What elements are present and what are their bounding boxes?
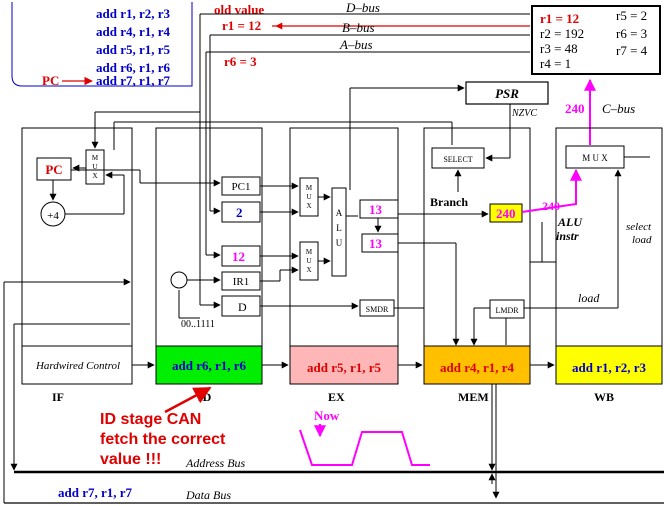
register-r5: r5 = 2: [616, 8, 647, 23]
alu-instr-line1: ALU: [557, 215, 583, 229]
svg-text:A: A: [336, 208, 343, 218]
alu: [331, 187, 347, 277]
c-bus-value: 240: [565, 101, 585, 116]
b-bus-label: B–bus: [342, 20, 375, 35]
pc-label: PC: [45, 162, 62, 177]
mem-instruction: add r4, r1, r4: [440, 360, 515, 375]
immediate-range: 00..1111: [181, 319, 215, 330]
register-r2: r2 = 192: [540, 26, 584, 41]
select-load-line1: select: [626, 221, 652, 233]
register-r7: r7 = 4: [616, 43, 648, 58]
r1-forward-note: r1 = 12: [222, 18, 261, 33]
hardwired-control: [21, 345, 133, 385]
id-a-value: 12: [232, 249, 245, 264]
register-file: r1 = 12 r2 = 192 r3 = 48 r4 = 1 r5 = 2 r…: [531, 5, 661, 75]
old-value-note: old value: [214, 2, 264, 17]
svg-text:X: X: [306, 266, 311, 274]
id-instruction-box: [155, 345, 263, 385]
stage-if-label: IF: [52, 390, 64, 404]
r6-note: r6 = 3: [224, 54, 257, 69]
lmdr-register: [489, 299, 525, 319]
register-r6: r6 = 3: [616, 26, 647, 41]
program-line-2: add r4, r1, r4: [96, 24, 171, 39]
register-r4: r4 = 1: [540, 56, 571, 71]
stage-wb-label: WB: [594, 390, 614, 404]
plus4-label: +4: [47, 210, 59, 222]
callout-line-2: fetch the correct: [100, 431, 226, 448]
smdr-label: SMDR: [366, 305, 389, 314]
svg-text:U: U: [306, 193, 311, 201]
ir1-label: IR1: [233, 276, 250, 288]
mem-value-box: [489, 203, 523, 223]
a-bus-label: A–bus: [339, 37, 373, 52]
mem-out-value: 240: [542, 199, 560, 213]
load-label: load: [578, 291, 600, 305]
ex-result-bottom-value: 13: [369, 236, 383, 251]
pc-pointer-label: PC: [42, 73, 59, 88]
psr-register: PSR NZVC: [465, 81, 549, 119]
ex-result-top: [359, 199, 399, 219]
wb-instruction-box: [555, 345, 663, 385]
mem-value: 240: [496, 206, 516, 221]
svg-text:U: U: [306, 257, 311, 265]
if-mux: [85, 149, 105, 185]
data-bus-instruction: add r7, r1, r7: [58, 485, 133, 500]
svg-text:X: X: [92, 172, 97, 180]
d-label: D: [238, 300, 247, 314]
program-line-3: add r5, r1, r5: [96, 42, 171, 57]
id-instruction: add r6, r1, r6: [172, 358, 247, 373]
callout-line-1: ID stage CAN: [100, 411, 201, 428]
wb-mux-label: M U X: [582, 153, 608, 163]
data-bus-label: Data Bus: [185, 488, 231, 502]
select-load-line2: load: [632, 234, 652, 246]
svg-text:L: L: [336, 223, 342, 233]
register-r3: r3 = 48: [540, 41, 578, 56]
svg-text:M: M: [306, 184, 313, 192]
program-line-5: add r7, r1, r7: [96, 73, 171, 88]
select-unit: [431, 147, 485, 169]
psr-label: PSR: [495, 86, 519, 101]
callout-line-3: value !!!: [100, 451, 161, 468]
svg-text:U: U: [336, 238, 343, 248]
register-r1: r1 = 12: [540, 11, 579, 26]
select-label: SELECT: [443, 155, 472, 164]
d-bus-label: D–bus: [345, 0, 380, 15]
pc1-label: PC1: [232, 181, 251, 193]
ex-instruction: add r5, r1, r5: [307, 360, 382, 375]
clock-waveform: [299, 429, 430, 466]
sign-extend: [170, 271, 188, 289]
stage-mem-label: MEM: [458, 390, 489, 404]
hardwired-control-label: Hardwired Control: [35, 360, 120, 372]
ex-result-top-value: 13: [369, 202, 383, 217]
stage-ex-label: EX: [328, 390, 345, 404]
svg-text:M: M: [92, 154, 99, 162]
program-line-4: add r6, r1, r6: [96, 60, 171, 75]
id-b-value: 2: [236, 205, 243, 220]
ex-instruction-box: [289, 345, 399, 385]
svg-text:M: M: [306, 248, 313, 256]
wb-instruction: add r1, r2, r3: [572, 360, 647, 375]
now-label: Now: [314, 408, 340, 423]
svg-text:U: U: [92, 163, 97, 171]
program-listing: add r1, r2, r3 add r4, r1, r4 add r5, r1…: [11, 2, 193, 88]
address-bus-label: Address Bus: [185, 456, 246, 470]
program-line-1: add r1, r2, r3: [96, 6, 171, 21]
alu-instr-line2: instr: [556, 229, 579, 243]
lmdr-label: LMDR: [495, 306, 519, 315]
c-bus-label: C–bus: [602, 101, 635, 116]
branch-label: Branch: [430, 195, 468, 209]
pc-register: [36, 157, 72, 181]
psr-flags: NZVC: [511, 108, 537, 119]
svg-text:X: X: [306, 202, 311, 210]
